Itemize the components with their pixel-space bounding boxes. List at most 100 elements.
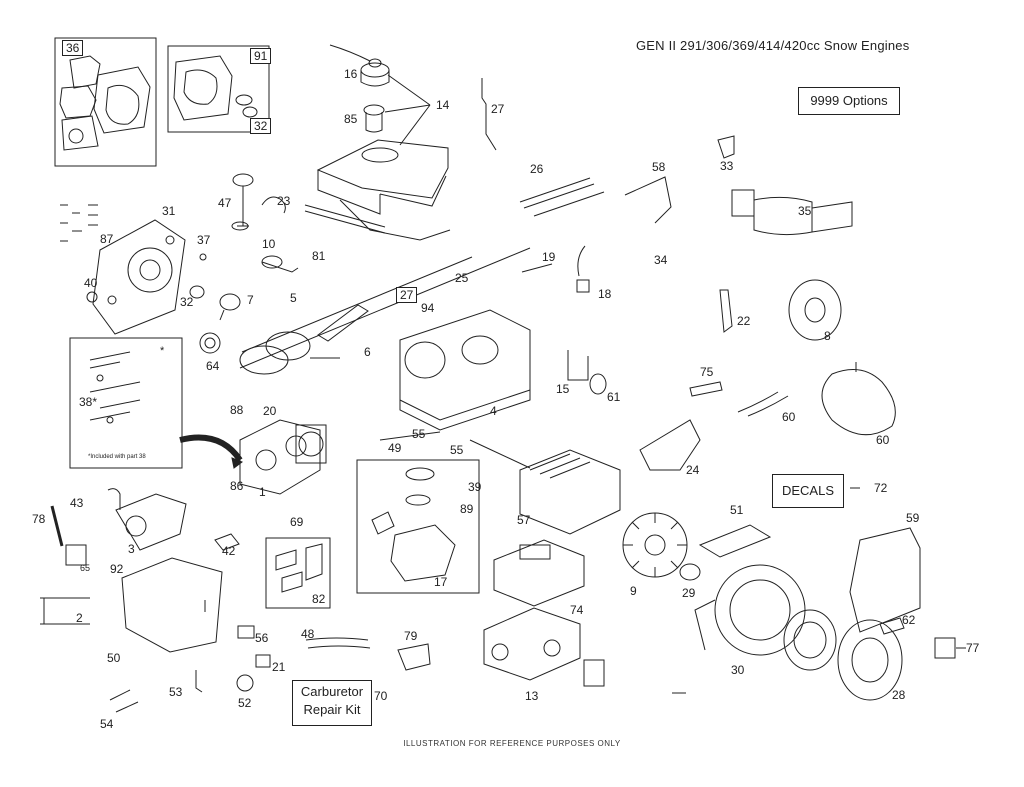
callout-17: 17 [434, 575, 448, 589]
callout-1: 1 [259, 485, 266, 499]
screen-51-drawing [698, 524, 772, 558]
clip-54-drawing [109, 689, 139, 713]
air-filter-element-drawing [519, 449, 621, 535]
callout-54: 54 [100, 717, 114, 731]
fuel-filter-drawing [363, 104, 385, 133]
callout-55b: 55 [450, 443, 464, 457]
reference-arrowhead-38 [231, 457, 244, 469]
callout-13: 13 [525, 689, 539, 703]
callout-75: 75 [700, 365, 714, 379]
pulley-29-drawing [679, 563, 701, 581]
callout-81: 81 [312, 249, 326, 263]
callout-56: 56 [255, 631, 269, 645]
throttle-cable-drawing [519, 177, 605, 217]
wire-harness-60-drawing [737, 391, 789, 417]
muffler-guard-drawing [121, 557, 223, 653]
callout-29: 29 [682, 586, 696, 600]
parts-65-drawing [65, 544, 87, 566]
spring-78-drawing [50, 505, 64, 547]
callout-86: 86 [230, 479, 244, 493]
carb-kit-line1: Carburetor [300, 684, 364, 699]
fuel-cap-drawing [329, 44, 390, 87]
callout-77: 77 [966, 641, 980, 655]
callout-21: 21 [272, 660, 286, 674]
footer-disclaimer: ILLUSTRATION FOR REFERENCE PURPOSES ONLY [403, 739, 621, 748]
gasket-set-91-drawing [173, 55, 258, 121]
callout-59: 59 [906, 511, 920, 525]
callout-3: 3 [128, 542, 135, 556]
callout-20: 20 [263, 404, 277, 418]
callout-24: 24 [686, 463, 700, 477]
cylinder-head-drawing [239, 419, 327, 495]
callout-40: 40 [84, 276, 98, 290]
callout-60b: 60 [876, 433, 890, 447]
valve-inset-38 [69, 337, 183, 469]
handle-62-drawing [879, 617, 905, 635]
switch-21-drawing [255, 654, 271, 668]
air-cleaner-cover-drawing [493, 539, 585, 607]
callout-58: 58 [652, 160, 666, 174]
callout-65: 65 [80, 563, 91, 573]
callout-60a: 60 [782, 410, 796, 424]
decals-label: DECALS [772, 474, 844, 508]
callout-5: 5 [290, 291, 297, 305]
callout-30: 30 [731, 663, 745, 677]
callout-61: 61 [607, 390, 621, 404]
inset-82 [265, 537, 331, 609]
shafts-55-drawing [379, 431, 531, 469]
carburetor-repair-kit-label: Carburetor Repair Kit [292, 680, 372, 726]
bolt-77-drawing [934, 637, 956, 659]
callout-64: 64 [206, 359, 220, 373]
gasket-set-36-drawing [59, 55, 151, 151]
callout-78: 78 [32, 512, 46, 526]
callout-34: 34 [654, 253, 668, 267]
callout-2: 2 [76, 611, 83, 625]
callout-94: 94 [421, 301, 435, 315]
callout-47: 47 [218, 196, 232, 210]
fan-drawing [622, 512, 688, 578]
bracket-22-drawing [719, 289, 733, 333]
engine-block-drawing [399, 309, 531, 431]
callout-28: 28 [892, 688, 906, 702]
callout-18: 18 [598, 287, 612, 301]
included-note: *Included with part 38 [88, 454, 146, 460]
callout-37: 37 [197, 233, 211, 247]
air-cleaner-base-drawing [483, 607, 581, 681]
gasket-set-91-inset [167, 45, 270, 133]
shroud-59-drawing [849, 527, 921, 633]
gasket-ring-drawing [783, 609, 837, 671]
callout-10: 10 [262, 237, 276, 251]
callout-19: 19 [542, 250, 556, 264]
seal-40-drawing [86, 291, 98, 303]
bearing-32-drawing [189, 285, 205, 299]
callout-23: 23 [277, 194, 291, 208]
choke-rod-drawing [481, 78, 497, 151]
callout-6: 6 [364, 345, 371, 359]
star-note: * [160, 345, 165, 357]
switch-15-drawing [567, 350, 589, 381]
callout-87: 87 [100, 232, 114, 246]
callout-27-inset: 27 [396, 287, 418, 303]
plug-52-drawing [236, 674, 254, 692]
callout-79: 79 [404, 629, 418, 643]
callout-32: 32 [180, 295, 194, 309]
lever-75-drawing [689, 381, 723, 397]
callout-27: 27 [491, 102, 505, 116]
callout-72: 72 [874, 481, 888, 495]
callout-22: 22 [737, 314, 751, 328]
manifold-drawing [115, 493, 187, 551]
callout-52: 52 [238, 696, 252, 710]
carburetor-inset [356, 459, 480, 594]
callout-15: 15 [556, 382, 570, 396]
cam-gear-drawing [219, 293, 241, 321]
governor-drawing [261, 255, 299, 273]
oil-gear-drawing [199, 332, 221, 354]
callout-43: 43 [70, 496, 84, 510]
valve-53-drawing [195, 670, 203, 693]
callout-42: 42 [222, 544, 236, 558]
callout-49: 49 [388, 441, 402, 455]
callout-82: 82 [312, 592, 326, 606]
bracket-33-drawing [717, 135, 735, 159]
leader-14 [384, 74, 431, 146]
